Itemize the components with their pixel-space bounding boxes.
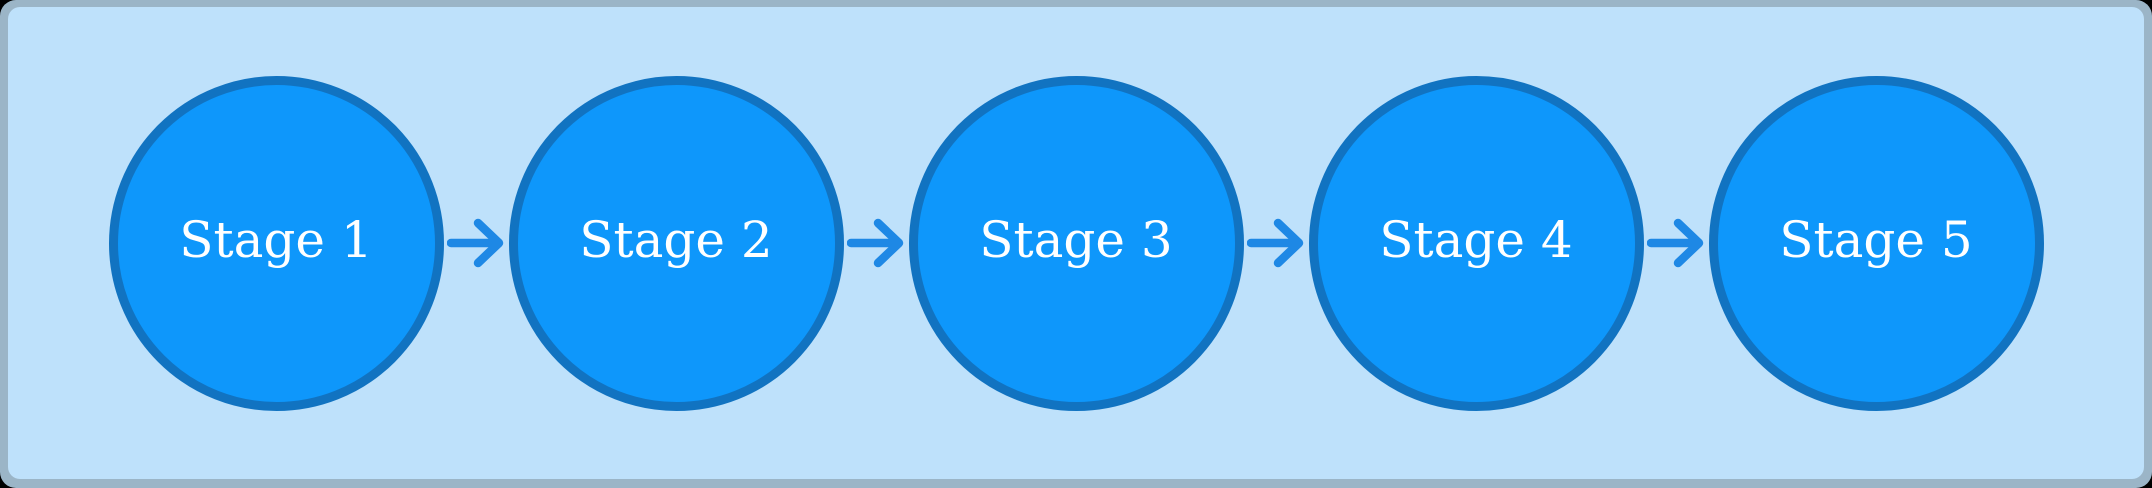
stage-node: Stage 3 (908, 75, 1244, 411)
stage-label: Stage 5 (1779, 211, 1973, 269)
right-arrow-icon (847, 218, 904, 268)
flow-connector (444, 193, 509, 293)
stage-label: Stage 3 (979, 211, 1173, 269)
stage-label: Stage 1 (179, 211, 373, 269)
flow-connector (1244, 193, 1309, 293)
right-arrow-icon (1647, 218, 1704, 268)
stage-node: Stage 4 (1308, 75, 1644, 411)
stage-label: Stage 4 (1379, 211, 1573, 269)
flow-connector (1644, 193, 1709, 293)
right-arrow-icon (1247, 218, 1304, 268)
right-arrow-icon (447, 218, 504, 268)
flow-connector (844, 193, 909, 293)
stage-node: Stage 2 (508, 75, 844, 411)
stage-node: Stage 5 (1708, 75, 2044, 411)
process-flow-panel: Stage 1 Stage 2 Stage 3 Stage 4 (8, 7, 2144, 479)
stage-node: Stage 1 (108, 75, 444, 411)
stage-label: Stage 2 (579, 211, 773, 269)
